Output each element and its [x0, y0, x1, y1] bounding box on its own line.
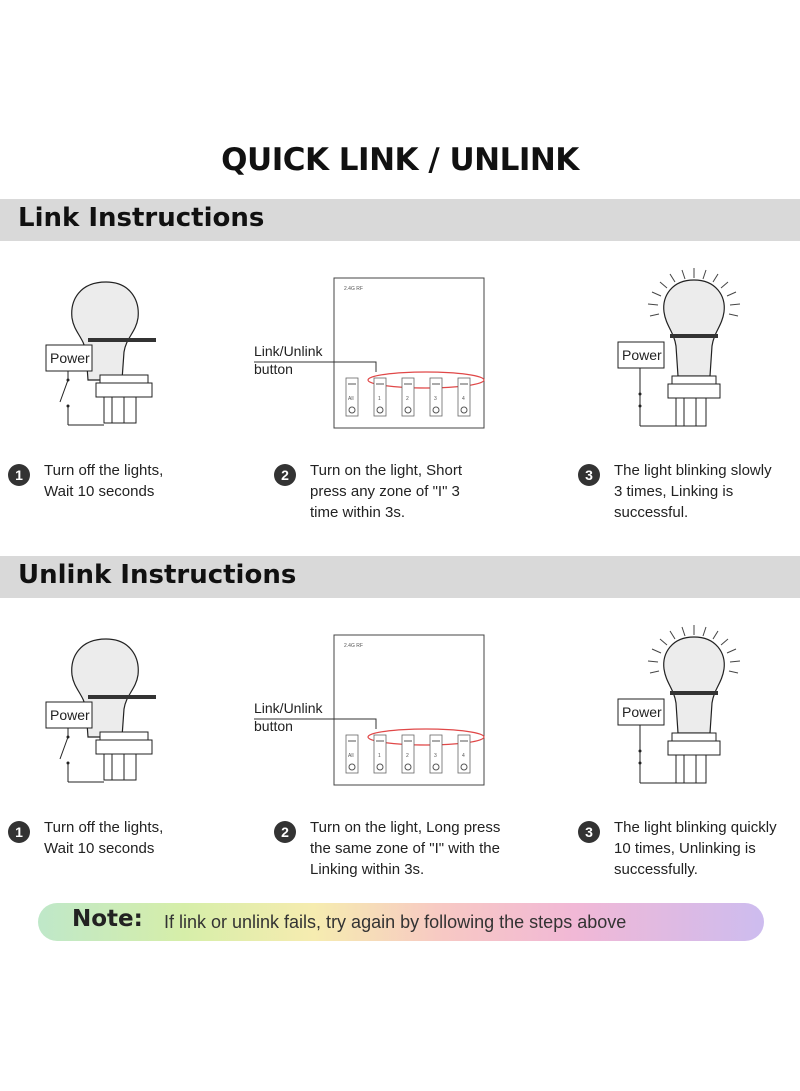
zone-label-4: 4	[462, 753, 465, 759]
remote-panel-illustration: 2.4G RF Link/Unlink button All 1 2 3 4	[254, 277, 485, 429]
step-3-number: 3	[578, 464, 600, 486]
zone-label-3: 3	[434, 396, 437, 402]
zone-label-all: All	[348, 396, 354, 402]
unlink-step-3-text: The light blinking quickly 10 times, Unl…	[614, 819, 777, 878]
step-2-number: 2	[274, 464, 296, 486]
note-label: Note:	[72, 906, 143, 932]
zone-label-4: 4	[462, 396, 465, 402]
zone-label-1: 1	[378, 396, 381, 402]
unlink-step-2-text: Turn on the light, Long press the same z…	[310, 819, 501, 878]
remote-panel-illustration: 2.4G RF Link/Unlink button All 1 2 3 4	[254, 634, 485, 786]
page-title: QUICK LINK / UNLINK	[221, 142, 579, 178]
step-2-number: 2	[274, 821, 296, 843]
power-label: Power	[50, 350, 90, 366]
panel-brand: 2.4G RF	[344, 286, 363, 292]
bulb-blinking-illustration: Power	[617, 625, 741, 784]
link-unlink-label-2: button	[254, 361, 293, 377]
link-step-3-text: The light blinking slowly 3 times, Linki…	[614, 462, 772, 521]
link-step-2-text: Turn on the light, Short press any zone …	[310, 462, 463, 521]
zone-label-2: 2	[406, 753, 409, 759]
power-label: Power	[622, 704, 662, 720]
zone-label-3: 3	[434, 753, 437, 759]
power-label: Power	[50, 707, 90, 723]
zone-label-1: 1	[378, 753, 381, 759]
link-section-header: Link Instructions	[0, 199, 800, 241]
unlink-step-1-text: Turn off the lights, Wait 10 seconds	[44, 819, 164, 857]
unlink-section-header: Unlink Instructions	[0, 556, 800, 598]
link-step-1-text: Turn off the lights, Wait 10 seconds	[44, 462, 164, 500]
note-banner: Note: If link or unlink fails, try again…	[38, 903, 764, 941]
link-unlink-label: Link/Unlink	[254, 700, 323, 716]
link-unlink-label-2: button	[254, 718, 293, 734]
bulb-off-illustration: Power	[45, 638, 156, 783]
step-3-number: 3	[578, 821, 600, 843]
zone-label-all: All	[348, 753, 354, 759]
note-text: If link or unlink fails, try again by fo…	[164, 912, 627, 932]
panel-brand: 2.4G RF	[344, 643, 363, 649]
bulb-off-illustration: Power	[45, 281, 156, 426]
link-unlink-label: Link/Unlink	[254, 343, 323, 359]
step-1-number: 1	[8, 821, 30, 843]
bulb-blinking-illustration: Power	[617, 268, 741, 427]
zone-label-2: 2	[406, 396, 409, 402]
step-1-number: 1	[8, 464, 30, 486]
link-section-title: Link Instructions	[18, 203, 265, 233]
unlink-section-title: Unlink Instructions	[18, 560, 297, 590]
power-label: Power	[622, 347, 662, 363]
